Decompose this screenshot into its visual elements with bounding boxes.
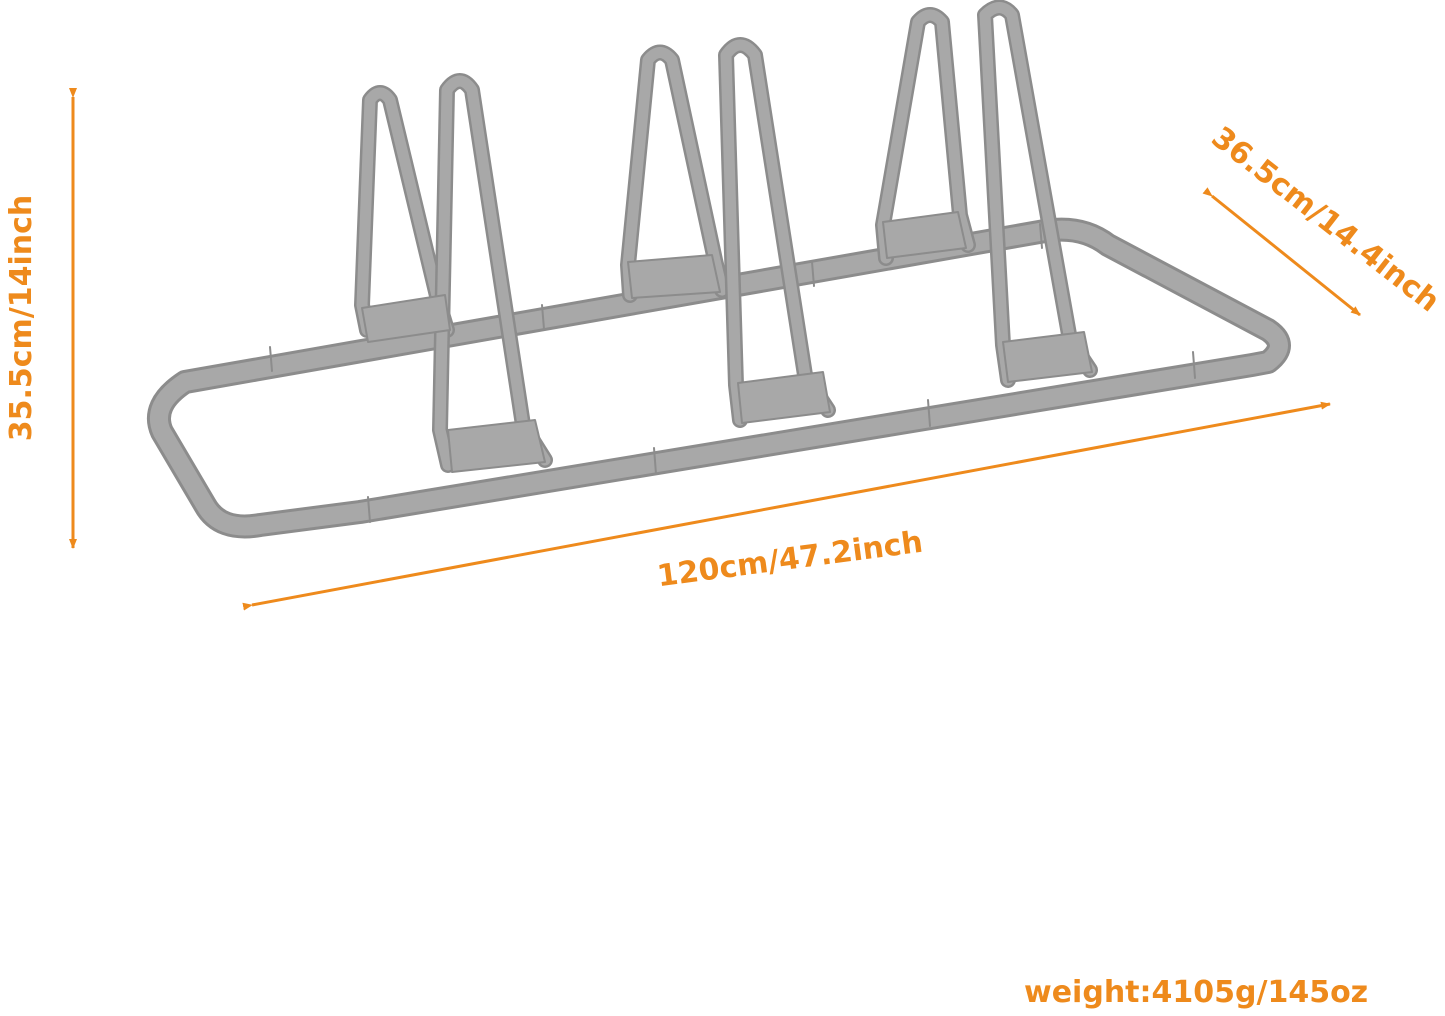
height-dimension-label: 35.5cm/14inch [4,194,39,442]
wheel-holder-3 [875,0,1098,388]
dimension-arrows [69,88,1361,611]
weight-label: weight:4105g/145oz [1024,975,1369,1010]
wheel-holder-1 [354,73,553,473]
base-frame-tube-fill [149,220,1288,536]
rack-frame [146,0,1291,539]
length-arrow [242,401,1331,611]
wheel-holder-2 [620,37,836,428]
depth-arrow [1202,187,1361,317]
tube-joints [269,223,1196,523]
